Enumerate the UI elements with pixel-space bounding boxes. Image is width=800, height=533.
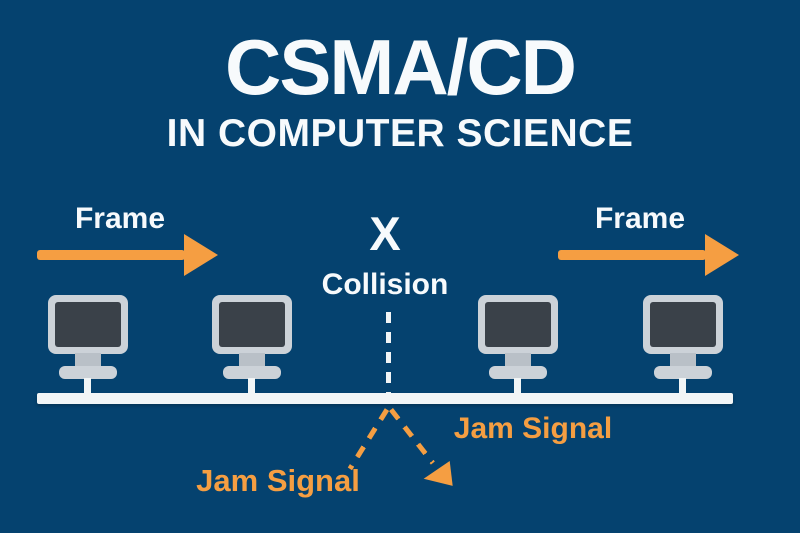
workstation-monitor-icon [212,295,292,396]
bus-drop-cable [248,378,255,396]
monitor-stand [505,353,531,367]
monitor-screen [219,302,285,347]
monitor-base [223,366,281,379]
jam-signal-dashed-line-left [347,408,390,471]
bus-drop-cable [84,378,91,396]
monitor-stand [670,353,696,367]
monitor-stand [75,353,101,367]
jam-signal-arrowhead-icon [423,461,453,486]
bus-drop-cable [514,378,521,396]
monitor-screen [485,302,551,347]
page-subtitle: IN COMPUTER SCIENCE [166,112,634,155]
frame-label-right: Frame [594,202,686,235]
bus-drop-cable [679,378,686,396]
jam-signal-dashed-line-right [389,407,435,465]
network-bus-line [37,393,733,404]
monitor-stand [239,353,265,367]
collision-label: Collision [321,268,449,301]
monitor-screen [650,302,716,347]
page-title: CSMA/CD [225,23,577,111]
arrow-right-icon [705,234,739,276]
collision-dashed-line [386,312,391,412]
workstation-monitor-icon [48,295,128,396]
monitor-base [654,366,712,379]
arrow-right-icon [184,234,218,276]
frame-arrow-right-shaft [558,250,706,260]
monitor-screen [55,302,121,347]
frame-label-left: Frame [74,202,166,235]
monitor-base [489,366,547,379]
jam-signal-label-left: Jam Signal [196,463,360,498]
jam-signal-label-right: Jam Signal [453,412,613,445]
workstation-monitor-icon [643,295,723,396]
frame-arrow-left-shaft [37,250,185,260]
collision-x-icon: X [369,207,401,260]
monitor-base [59,366,117,379]
workstation-monitor-icon [478,295,558,396]
